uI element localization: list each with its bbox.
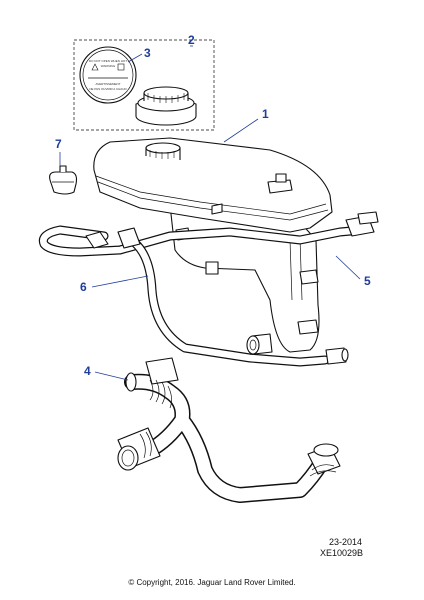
filler-cap [135, 86, 197, 126]
cap-label-line2: WARNING [101, 64, 116, 68]
tank-outlet-spigot [246, 333, 273, 355]
leader-lines [59, 45, 361, 381]
callout-1: 1 [262, 107, 269, 121]
warning-label-disc: DO NOT OPEN WHEN HOT WARNING AVERTISSEME… [79, 46, 137, 104]
cap-label-line1: DO NOT OPEN WHEN HOT [89, 59, 127, 63]
reference-code-id: XE10029B [320, 548, 364, 558]
lower-hose [117, 227, 349, 367]
warning-triangle-icon [91, 63, 99, 71]
callout-4: 4 [84, 364, 91, 378]
callout-6: 6 [80, 280, 87, 294]
callout-3: 3 [144, 46, 151, 60]
reference-code-date: 23-2014 [329, 537, 363, 547]
callout-5: 5 [364, 274, 371, 288]
cap-label-line3: AVERTISSEMENT [95, 82, 120, 86]
callout-2: 2 [188, 33, 195, 47]
book-icon [117, 63, 125, 71]
cap-label-line4: NE PAS OUVRIR A CHAUD [89, 87, 127, 91]
upper-hose [38, 211, 379, 257]
copyright-notice: © Copyright, 2016. Jaguar Land Rover Lim… [128, 578, 296, 587]
bottom-hose-assembly [117, 357, 341, 503]
hose-clip [49, 165, 78, 195]
callout-7: 7 [55, 137, 62, 151]
cap-kit-box [73, 39, 215, 131]
